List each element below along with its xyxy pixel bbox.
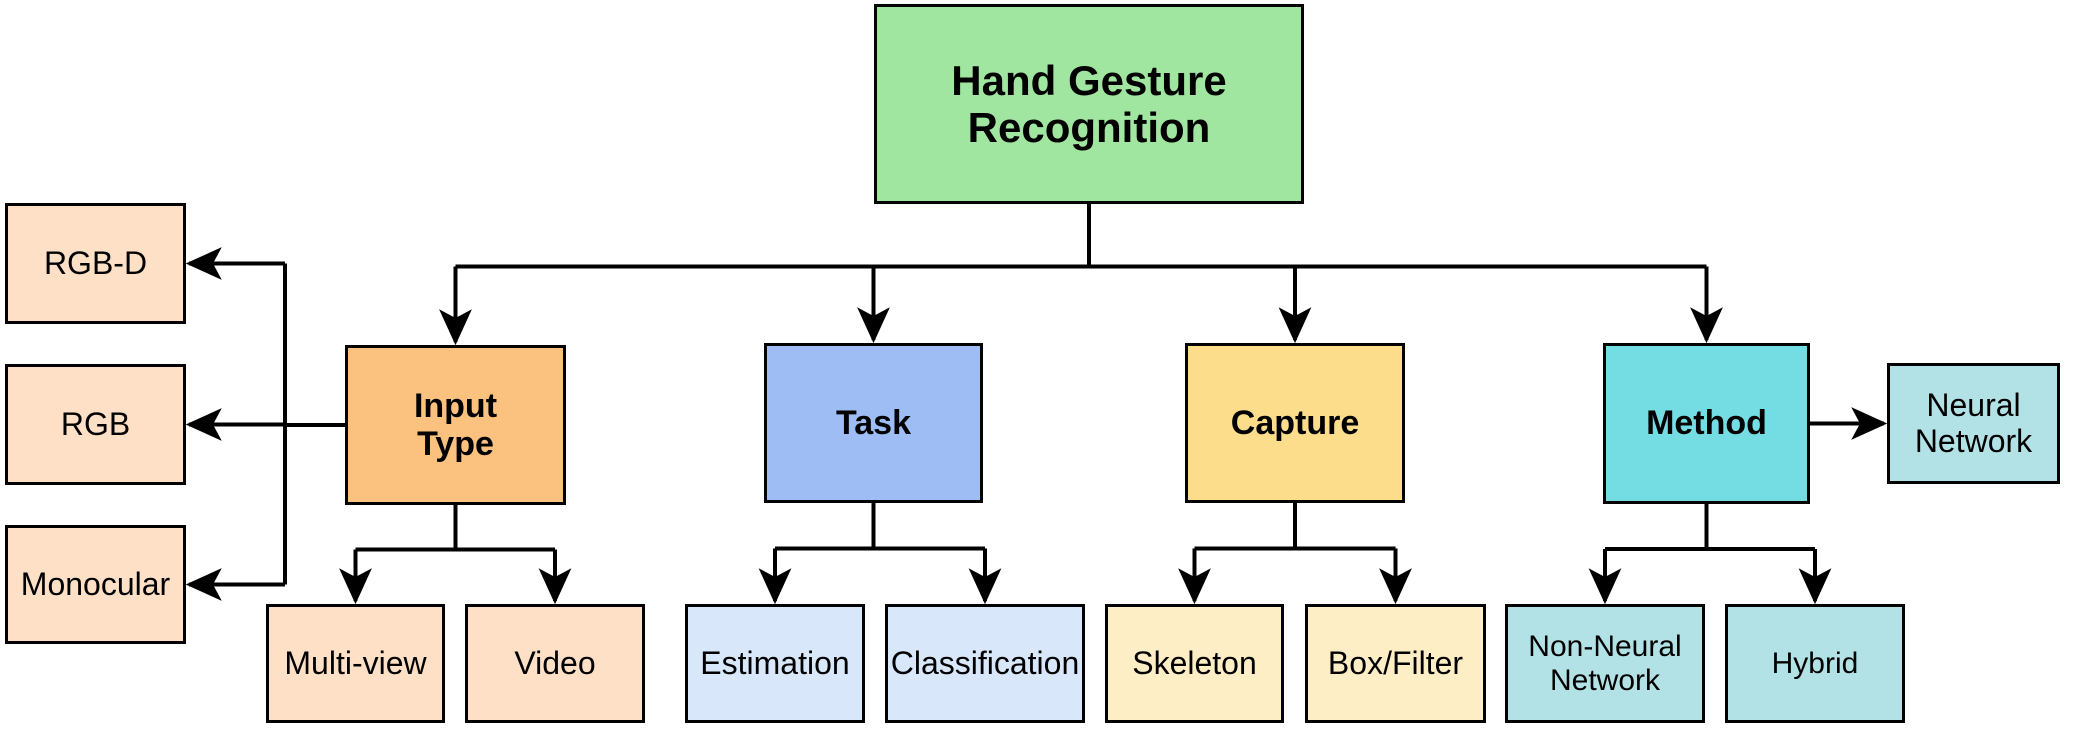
node-label-classification: Classification — [890, 644, 1080, 681]
node-label-task: Task — [836, 403, 911, 442]
node-label-root: Hand Gesture Recognition — [951, 56, 1227, 151]
node-monocular[interactable]: Monocular — [5, 525, 186, 644]
node-task[interactable]: Task — [764, 343, 983, 503]
node-box-filter[interactable]: Box/Filter — [1305, 604, 1486, 723]
node-label-method: Method — [1646, 404, 1767, 443]
node-classification[interactable]: Classification — [885, 604, 1085, 723]
node-label-video: Video — [514, 644, 596, 681]
node-estimation[interactable]: Estimation — [685, 604, 865, 723]
node-root[interactable]: Hand Gesture Recognition — [874, 4, 1304, 204]
node-label-capture: Capture — [1230, 403, 1360, 442]
node-rgb[interactable]: RGB — [5, 364, 186, 485]
node-skeleton[interactable]: Skeleton — [1105, 604, 1284, 723]
node-label-monocular: Monocular — [20, 565, 171, 602]
node-non-neural-network[interactable]: Non-Neural Network — [1505, 604, 1705, 723]
node-video[interactable]: Video — [465, 604, 645, 723]
node-label-neural-network: Neural Network — [1914, 386, 2033, 459]
node-label-input-type: Input Type — [413, 386, 498, 463]
node-rgb-d[interactable]: RGB-D — [5, 203, 186, 324]
node-label-box-filter: Box/Filter — [1327, 644, 1464, 681]
node-neural-network[interactable]: Neural Network — [1887, 363, 2060, 484]
node-label-skeleton: Skeleton — [1132, 644, 1257, 681]
node-multi-view[interactable]: Multi-view — [266, 604, 445, 723]
node-hybrid[interactable]: Hybrid — [1725, 604, 1905, 723]
node-label-hybrid: Hybrid — [1771, 646, 1859, 680]
node-label-estimation: Estimation — [700, 644, 850, 681]
node-method[interactable]: Method — [1603, 343, 1810, 504]
node-label-non-neural-network: Non-Neural Network — [1528, 629, 1682, 697]
node-input-type[interactable]: Input Type — [345, 345, 566, 505]
node-capture[interactable]: Capture — [1185, 343, 1405, 503]
node-label-rgb-d: RGB-D — [43, 244, 148, 281]
node-label-multi-view: Multi-view — [284, 644, 427, 681]
node-label-rgb: RGB — [60, 405, 131, 442]
